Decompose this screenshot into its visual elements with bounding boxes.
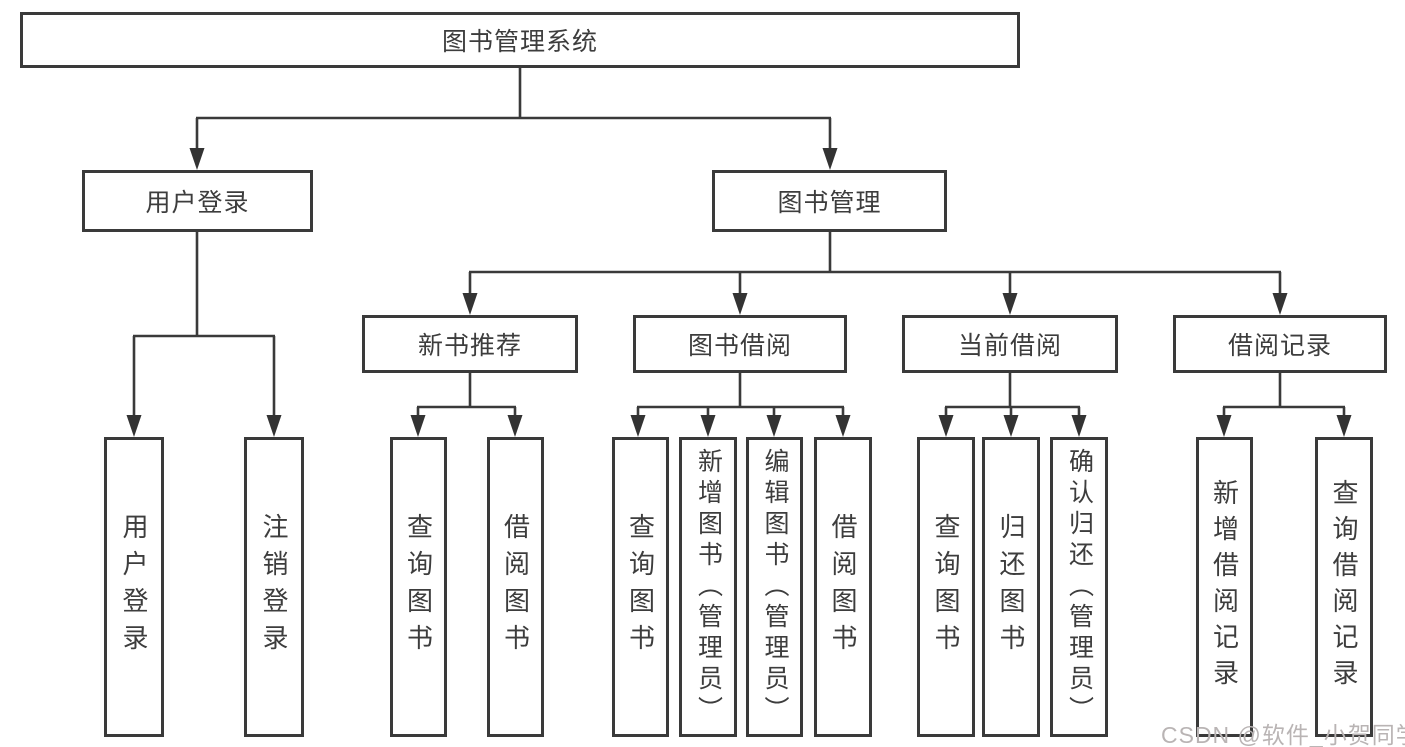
leaf-bb-borrow-books-label: 借阅图书 [828,513,858,661]
leaf-nb-borrow-books: 借阅图书 [487,437,544,737]
leaf-cb-return-books: 归还图书 [982,437,1040,737]
node-user-login-label: 用户登录 [145,189,250,217]
node-borrow-records-label: 借阅记录 [1227,332,1332,360]
node-book-borrow: 图书借阅 [633,315,847,373]
leaf-br-query-record: 查询借阅记录 [1315,437,1373,737]
leaf-bb-add-books-admin: 新增图书（管理员） [679,437,737,737]
leaf-bb-edit-books-admin: 编辑图书（管理员） [746,437,803,737]
leaf-bb-query-books: 查询图书 [612,437,669,737]
node-new-book-recommend-label: 新书推荐 [417,332,522,360]
connector-book-borrow-children [636,373,845,417]
arrowheads [126,148,1352,437]
node-user-login: 用户登录 [82,170,313,232]
leaf-cb-confirm-return-admin: 确认归还（管理员） [1050,437,1108,737]
node-new-book-recommend: 新书推荐 [362,315,578,373]
connector-root-to-level2 [195,68,832,150]
node-root-label: 图书管理系统 [441,28,598,56]
leaf-bb-add-books-admin-label: 新增图书（管理员） [694,447,723,727]
node-book-management-label: 图书管理 [777,189,882,217]
node-root: 图书管理系统 [20,12,1020,68]
leaf-nb-query-books-label: 查询图书 [403,513,434,661]
leaf-cb-query-books-label: 查询图书 [931,513,961,661]
node-borrow-records: 借阅记录 [1173,315,1387,373]
watermark: CSDN @软件_小贺同学 [1161,722,1405,747]
node-book-borrow-label: 图书借阅 [687,332,792,360]
leaf-br-query-record-label: 查询借阅记录 [1329,479,1359,695]
leaf-logout: 注销登录 [244,437,304,737]
leaf-user-login-label: 用户登录 [119,513,149,661]
leaf-cb-return-books-label: 归还图书 [996,513,1026,661]
leaf-logout-label: 注销登录 [259,513,289,661]
leaf-br-add-record: 新增借阅记录 [1196,437,1253,737]
leaf-cb-confirm-return-admin-label: 确认归还（管理员） [1065,447,1094,727]
leaf-cb-query-books: 查询图书 [917,437,975,737]
node-book-management: 图书管理 [712,170,947,232]
connector-new-book-children [416,373,517,417]
leaf-br-add-record-label: 新增借阅记录 [1209,479,1240,695]
leaf-nb-borrow-books-label: 借阅图书 [500,513,531,661]
node-current-borrow: 当前借阅 [902,315,1118,373]
leaf-nb-query-books: 查询图书 [390,437,447,737]
connector-borrow-records-children [1222,373,1346,417]
leaf-user-login: 用户登录 [104,437,164,737]
leaf-bb-borrow-books: 借阅图书 [814,437,872,737]
connector-user-login-children [132,232,276,417]
connector-book-management-children [468,232,1282,295]
connector-current-borrow-children [944,373,1081,417]
leaf-bb-query-books-label: 查询图书 [625,513,656,661]
node-current-borrow-label: 当前借阅 [957,332,1062,360]
leaf-bb-edit-books-admin-label: 编辑图书（管理员） [761,447,789,727]
